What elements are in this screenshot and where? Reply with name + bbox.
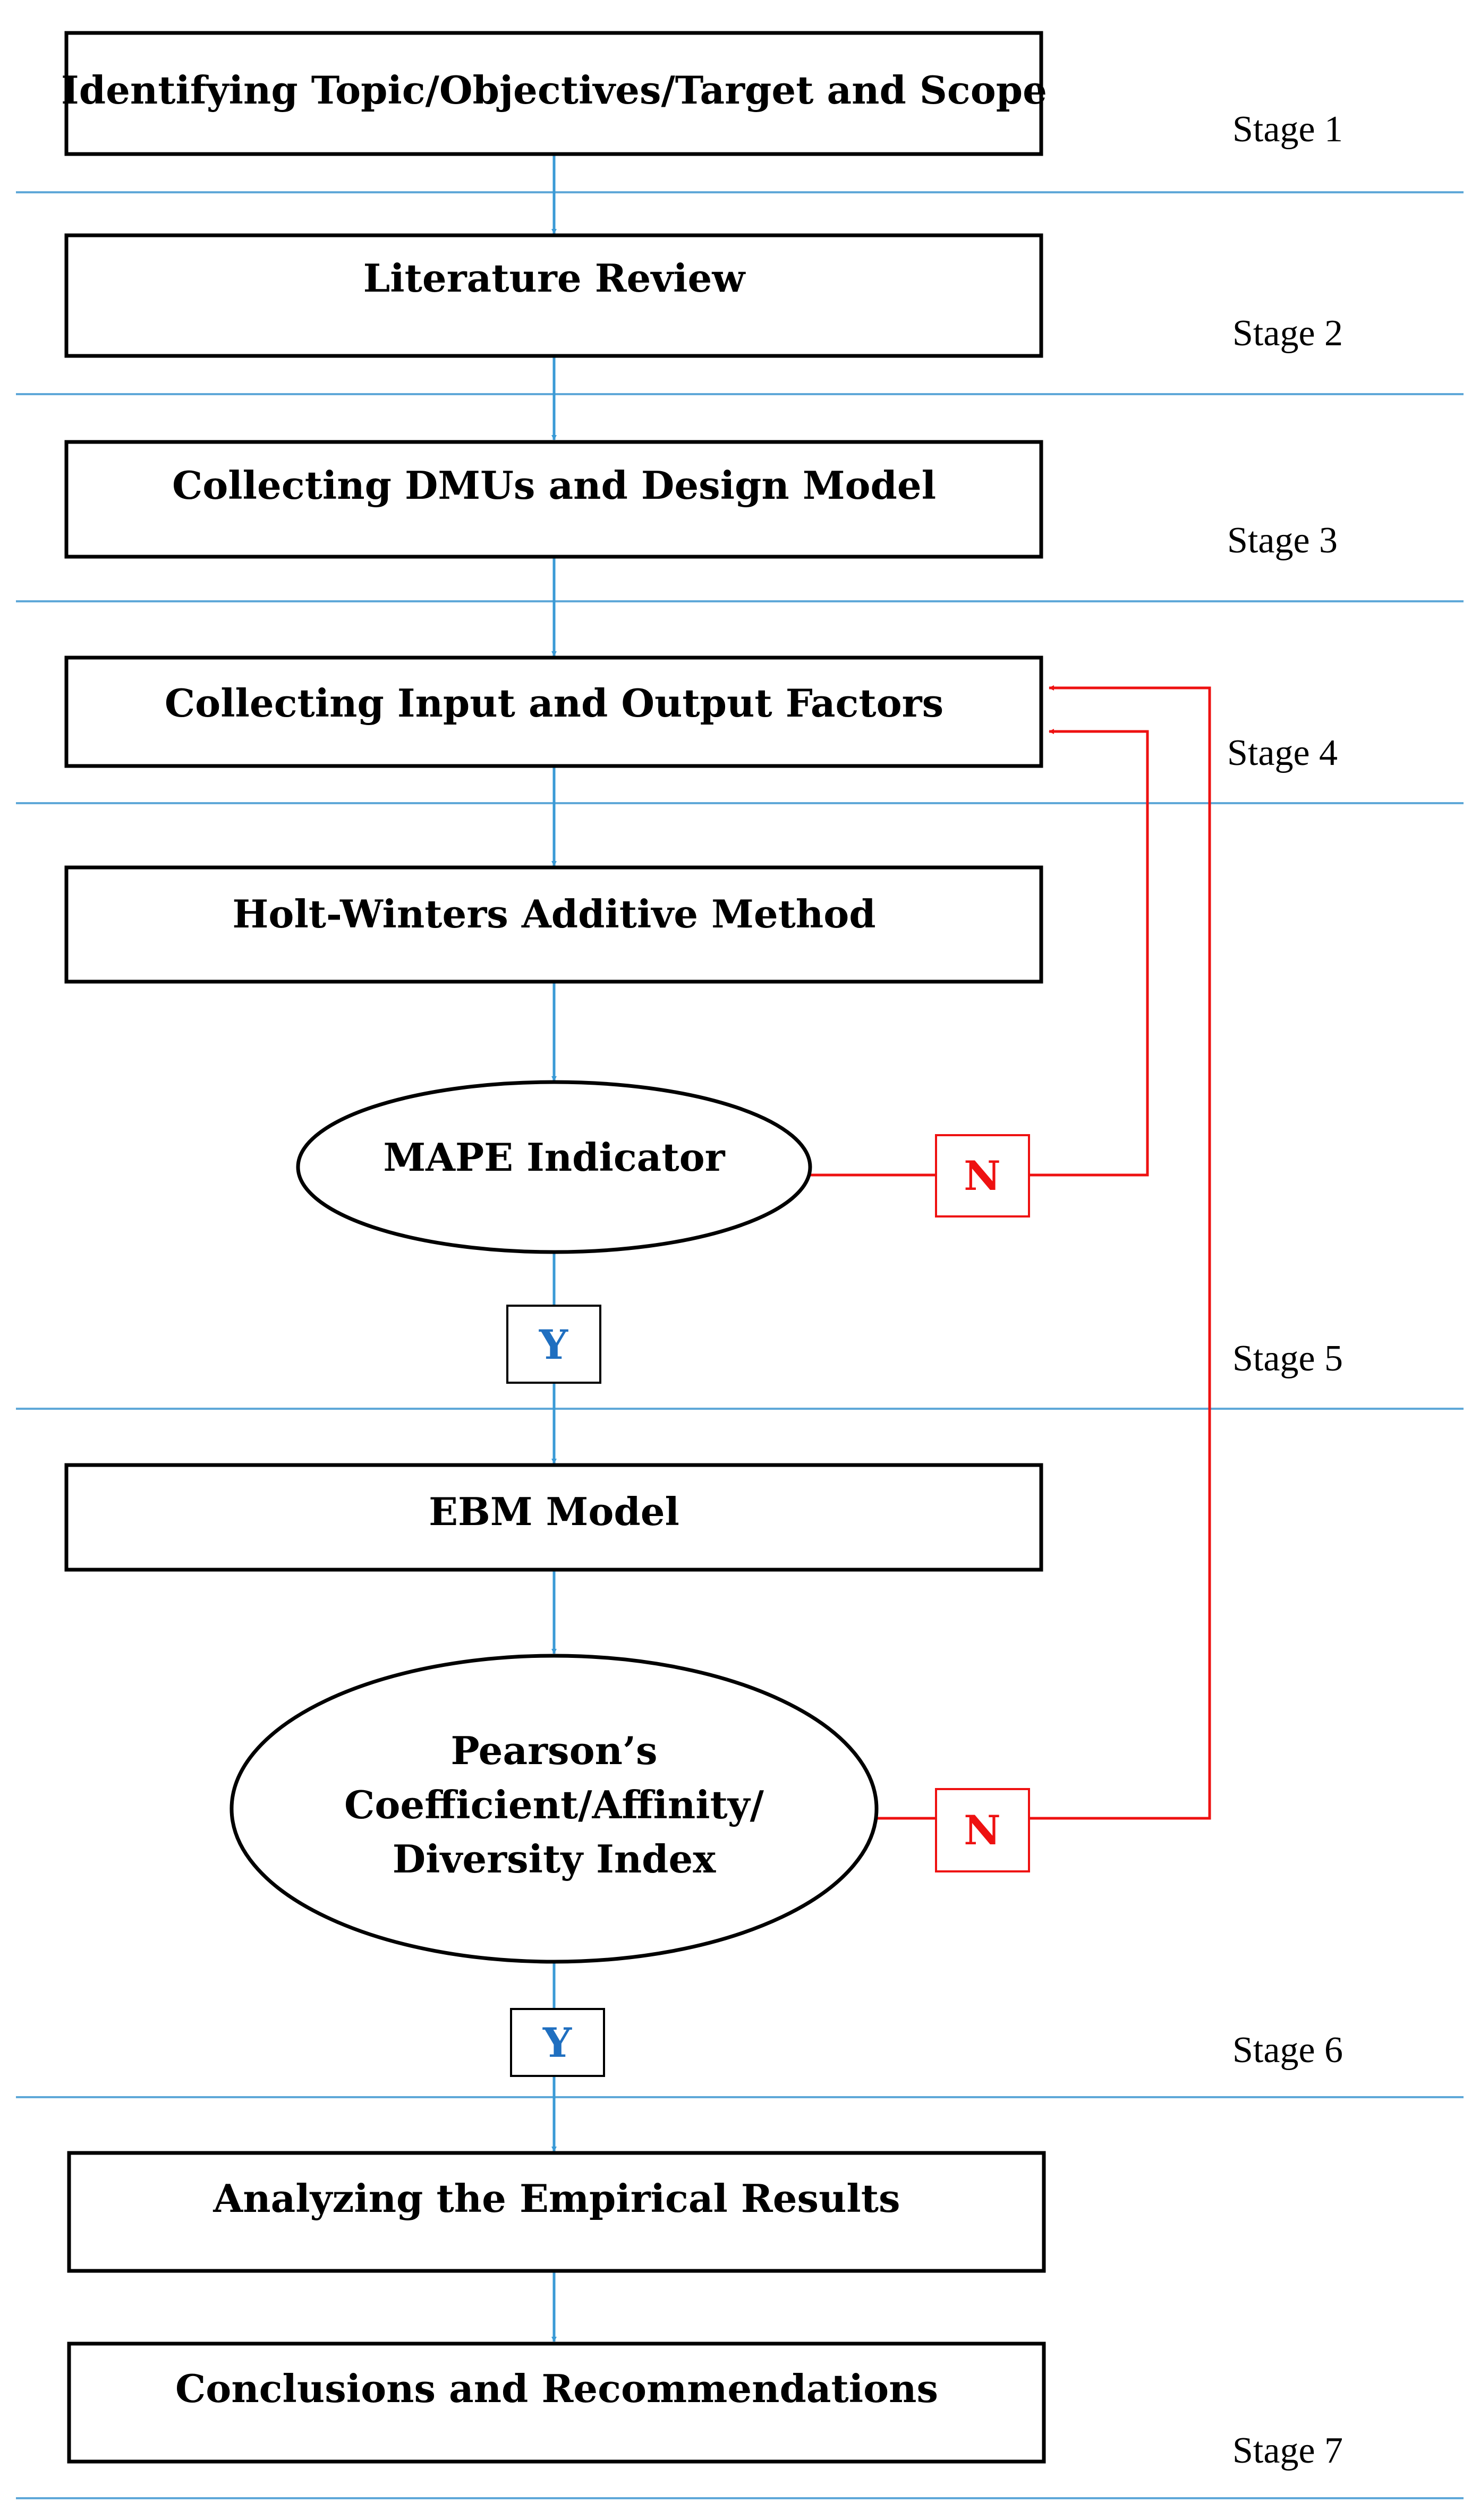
step-9: Analyzing the Empirical Results xyxy=(67,2151,1046,2273)
mape-label: MAPE Indicator xyxy=(383,1135,725,1180)
stage-label-5: Stage 5 xyxy=(1232,1338,1343,1379)
step-2-box xyxy=(64,233,1043,358)
step-3: Collecting DMUs and Design Model xyxy=(64,440,1043,559)
pearson-ellipse xyxy=(229,1654,879,1964)
stage-label-1: Stage 1 xyxy=(1232,109,1343,150)
pearson-yes-box: Y xyxy=(510,2008,605,2077)
step-4-box xyxy=(64,655,1043,768)
step-1-label: Identifying Topic/Objectives/Target and … xyxy=(61,67,1047,113)
stage-label-4: Stage 4 xyxy=(1227,733,1338,773)
step-2: Literature Review xyxy=(64,233,1043,358)
step-4-label: Collecting Input and Output Factors xyxy=(165,680,943,726)
step-2-label: Literature Review xyxy=(363,256,746,301)
step-1: Identifying Topic/Objectives/Target and … xyxy=(61,31,1047,156)
stage-label-7: Stage 7 xyxy=(1232,2430,1343,2471)
step-3-box xyxy=(64,440,1043,559)
step-5-box xyxy=(64,865,1043,984)
feedback-loop-mape xyxy=(1029,729,1149,1177)
pearson-no-label: N xyxy=(964,1807,1000,1854)
feedback-loops xyxy=(810,685,1211,1820)
mape-ellipse xyxy=(296,1080,812,1254)
step-10: Conclusions and Recommendations xyxy=(67,2342,1046,2464)
step-5-label: Holt-Winters Additive Method xyxy=(232,891,875,937)
step-10-label: Conclusions and Recommendations xyxy=(175,2366,938,2411)
feedback-loop-pearson xyxy=(1029,685,1211,1820)
pearson-label-line-1: Pearson’s xyxy=(450,1728,657,1773)
step-9-label: Analyzing the Empirical Results xyxy=(212,2176,900,2221)
pearson-yes-label: Y xyxy=(542,2019,572,2066)
step-7-box xyxy=(64,1463,1043,1572)
step-6-decision: MAPE Indicator xyxy=(296,1080,812,1254)
mape-no-box: N xyxy=(935,1134,1030,1218)
pearson-label-line-2: Coefficient/Affinity/ xyxy=(344,1782,764,1827)
stage-separators xyxy=(16,191,1464,2499)
step-1-box xyxy=(64,31,1043,156)
step-5: Holt-Winters Additive Method xyxy=(64,865,1043,984)
mape-yes-label: Y xyxy=(539,1321,568,1368)
step-9-box xyxy=(67,2151,1046,2273)
step-3-label: Collecting DMUs and Design Model xyxy=(172,463,936,508)
step-7-label: EBM Model xyxy=(429,1489,679,1534)
pearson-label-line-3: Diversity Index xyxy=(393,1836,717,1882)
step-7: EBM Model xyxy=(64,1463,1043,1572)
step-8-decision: Pearson’s Coefficient/Affinity/ Diversit… xyxy=(229,1654,879,1964)
stage-labels: Stage 1 Stage 2 Stage 3 Stage 4 Stage 5 … xyxy=(1227,109,1343,2471)
step-10-box xyxy=(67,2342,1046,2464)
stage-label-6: Stage 6 xyxy=(1232,2030,1343,2071)
step-4: Collecting Input and Output Factors xyxy=(64,655,1043,768)
mape-yes-box: Y xyxy=(506,1305,601,1384)
stage-label-2: Stage 2 xyxy=(1232,313,1343,354)
mape-no-label: N xyxy=(964,1152,1000,1199)
stage-label-3: Stage 3 xyxy=(1227,520,1338,561)
pearson-no-box: N xyxy=(935,1788,1030,1872)
